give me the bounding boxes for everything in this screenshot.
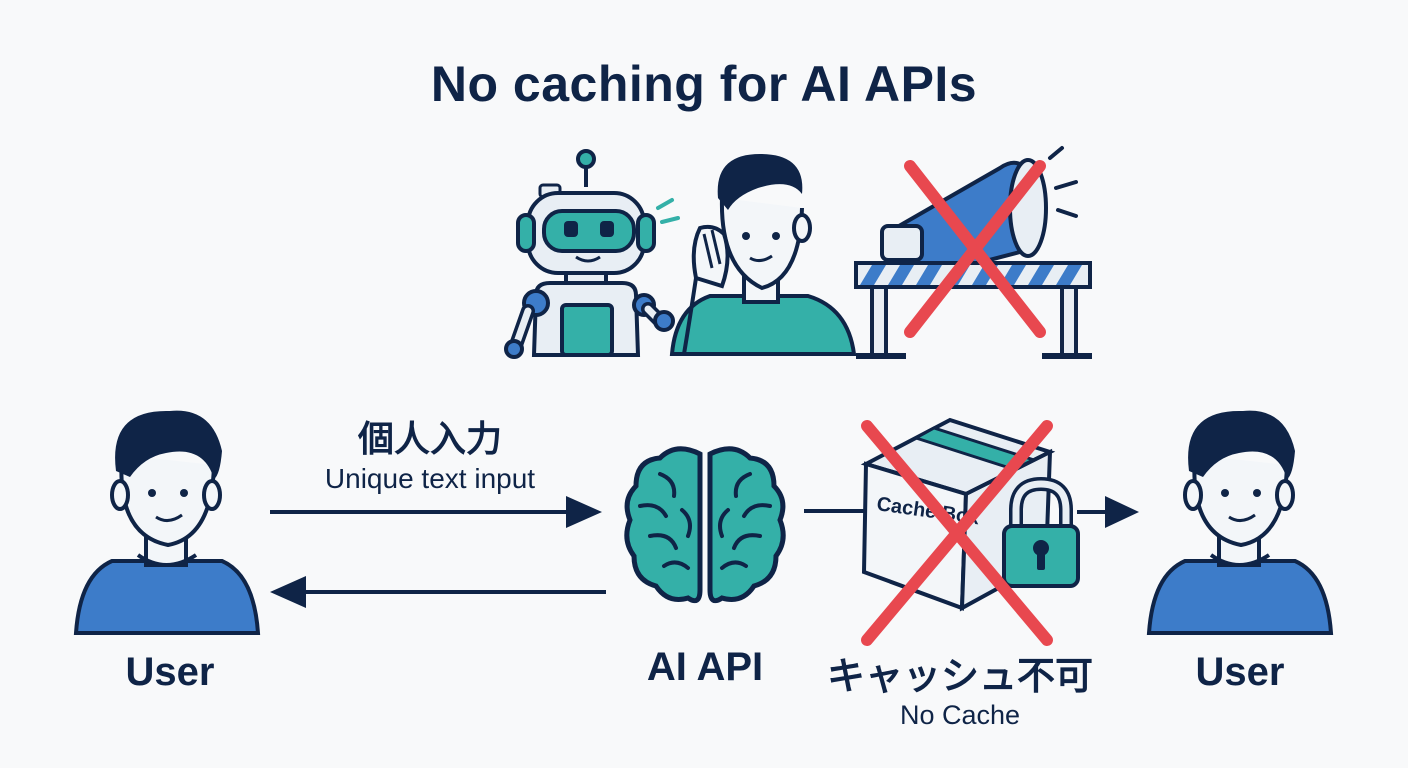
cross-mark-icon [904, 160, 1046, 338]
padlock-icon [1002, 476, 1080, 588]
brain-icon [624, 446, 786, 604]
barrier-icon [854, 261, 1092, 359]
user-icon [73, 410, 261, 635]
input-label-jp: 個人入力 [357, 419, 502, 460]
arrow-icon [270, 496, 602, 528]
no-cache-label-en: No Cache [899, 700, 1021, 730]
arrow-icon [270, 576, 606, 608]
robot-icon [504, 149, 675, 359]
user-icon [1146, 410, 1334, 635]
listening-person-icon [656, 154, 857, 356]
arrow-icon [804, 509, 868, 513]
user-right-label: User [1195, 650, 1285, 694]
no-cache-label-jp: キャッシュ不可 [826, 654, 1093, 698]
input-label-en: Unique text input [324, 463, 536, 494]
user-left-label: User [125, 650, 215, 694]
ai-api-label: AI API [646, 645, 764, 689]
cross-mark-icon [861, 420, 1053, 646]
diagram-title: No caching for AI APIs [430, 56, 978, 112]
arrow-icon [1077, 496, 1139, 528]
